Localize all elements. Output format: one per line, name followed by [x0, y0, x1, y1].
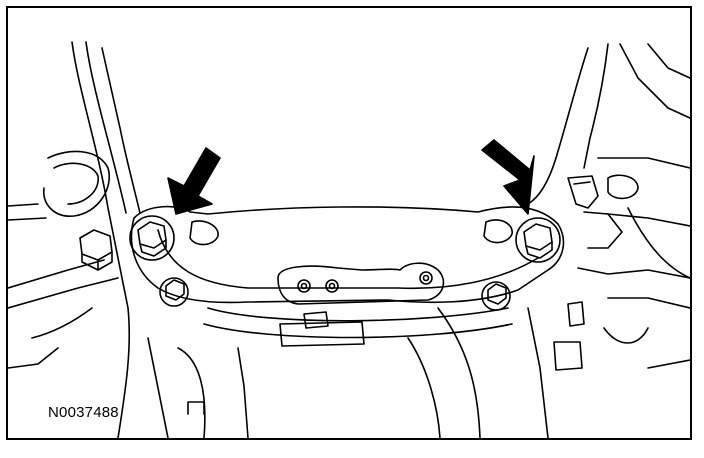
diagram-frame: N0037488	[6, 6, 692, 440]
lower-left-bolt	[159, 277, 189, 307]
right-housing	[407, 43, 690, 438]
cover-plate	[130, 205, 565, 347]
right-target-bolt	[515, 217, 561, 263]
small-clip	[187, 401, 205, 415]
left-target-bolt	[129, 215, 175, 261]
lower-right-bolt	[481, 281, 511, 311]
figure-id-label: N0037488	[48, 404, 119, 421]
left-outer-bolt	[79, 229, 113, 271]
left-bolt-arrow-icon	[167, 147, 221, 215]
right-bolt-arrow-icon	[481, 139, 535, 215]
left-housing	[8, 41, 249, 438]
transmission-line-drawing	[8, 41, 690, 438]
